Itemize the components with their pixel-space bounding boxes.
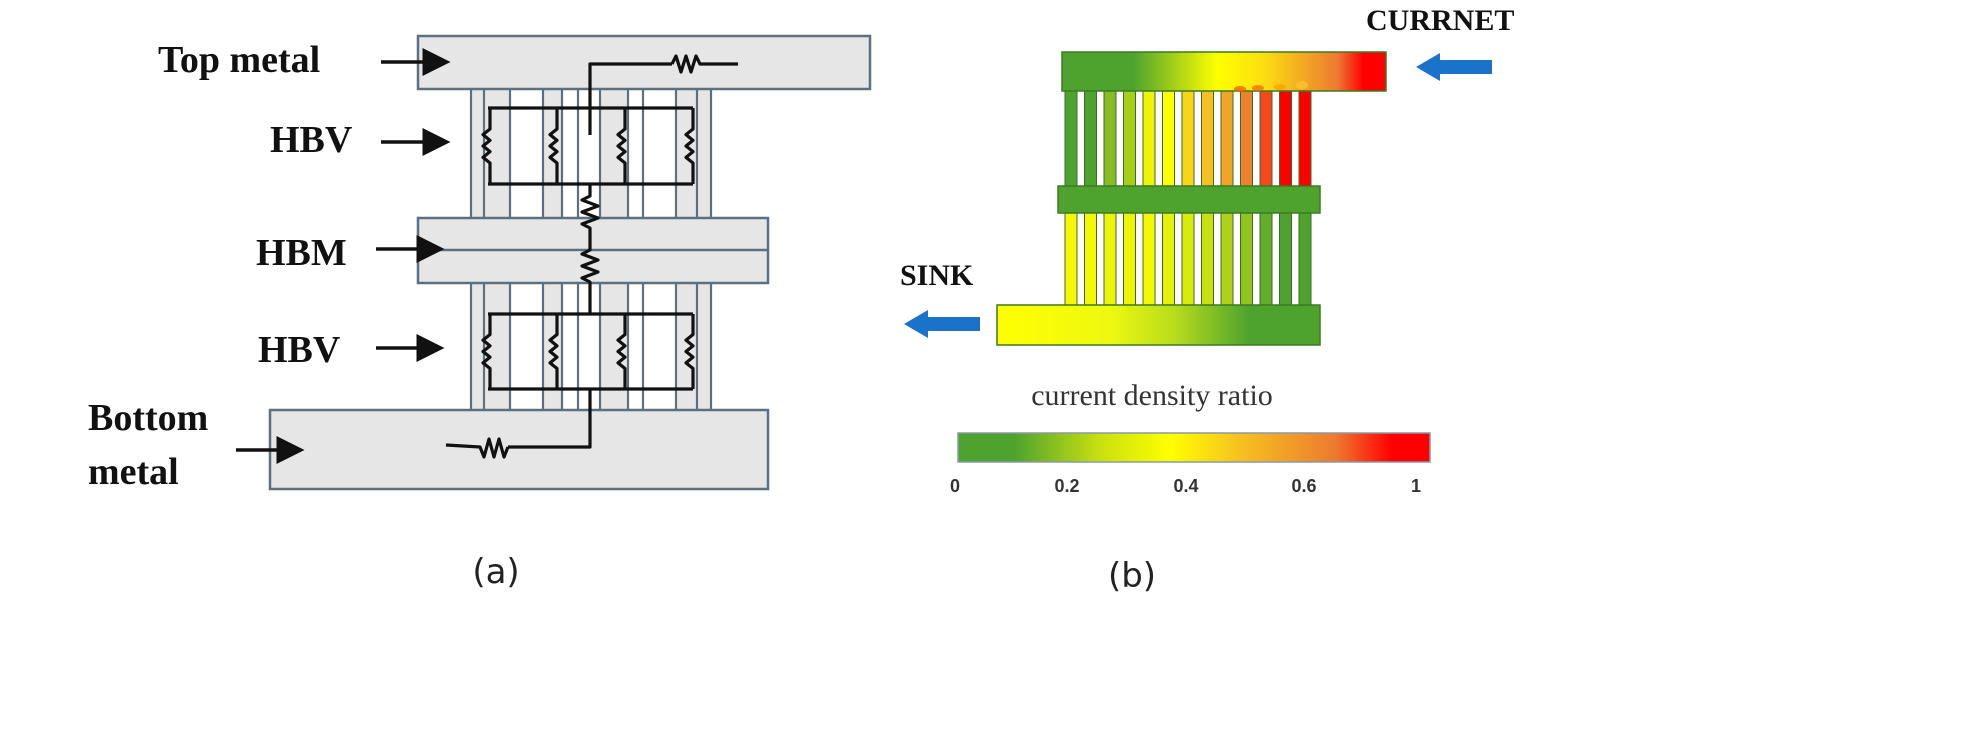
resistor — [616, 314, 627, 389]
resistor-hbm — [580, 184, 600, 314]
colorbar-title: current density ratio — [1031, 379, 1273, 412]
label-hbm: HBM — [256, 232, 347, 274]
hbv-pillar — [1181, 211, 1195, 307]
hbv-pillar — [1142, 211, 1156, 307]
wire — [508, 389, 592, 449]
hbv-pillar — [1103, 90, 1117, 188]
hbv-pillar — [1279, 211, 1292, 307]
pillar — [471, 283, 484, 410]
hbv-pillar — [1220, 211, 1234, 307]
bottom-metal-layer — [268, 408, 770, 491]
hbv-pillar — [1084, 211, 1097, 307]
hbv-pillar — [1142, 90, 1156, 188]
label-bottom-metal-2: metal — [88, 451, 179, 493]
hbv-pillar — [1084, 90, 1097, 188]
resistor — [481, 314, 492, 389]
hbv-pillar — [1123, 90, 1136, 188]
hotspots — [1234, 81, 1308, 92]
top-metal-bar — [1061, 51, 1387, 92]
hbv-pillar — [1240, 211, 1253, 307]
lower-hbv-heatmap — [1064, 211, 1312, 307]
current-sink-arrow-icon — [904, 310, 980, 338]
hbv-pillar — [1162, 211, 1175, 307]
resistor — [548, 108, 559, 184]
wire — [588, 62, 672, 135]
hbv-pillar — [1279, 90, 1292, 188]
hbv-pillar — [1259, 90, 1273, 188]
label-top-metal: Top metal — [158, 39, 320, 81]
colorbar: current density ratio 0 0.2 0.4 0.6 1 — [950, 379, 1431, 496]
label-hbv-lower: HBV — [258, 329, 341, 371]
resistor — [548, 314, 559, 389]
upper-hbv-heatmap — [1064, 90, 1312, 188]
label-hbv-upper: HBV — [270, 119, 353, 161]
hbv-pillar — [1259, 211, 1273, 307]
source-label: CURRNET — [1366, 4, 1514, 37]
hbv-pillar — [1298, 90, 1312, 188]
hbv-pillar — [1298, 211, 1312, 307]
resistor-bottom-metal — [445, 437, 510, 459]
colorbar-tick: 1 — [1411, 476, 1421, 496]
hbv-pillar — [1064, 211, 1078, 307]
hbv-pillar — [1162, 90, 1175, 188]
resistor — [616, 108, 627, 184]
hbv-pillar — [1201, 211, 1214, 307]
hbv-pillar — [1220, 90, 1234, 188]
pillar — [471, 89, 484, 218]
hbv-pillar — [1181, 90, 1195, 188]
panel-b: CURRNET SINK current density ratio 0 0.2… — [900, 4, 1514, 596]
hbv-pillar — [1064, 90, 1078, 188]
colorbar-tick: 0.4 — [1173, 476, 1198, 496]
current-source-arrow-icon — [1416, 53, 1492, 81]
caption-a: (a) — [472, 552, 519, 592]
caption-b: (b) — [1108, 556, 1156, 596]
label-bottom-metal-1: Bottom — [88, 397, 208, 439]
panel-a: Top metal HBV HBM HBV Bottom metal (a) — [88, 34, 872, 592]
bottom-metal-bar — [996, 304, 1321, 346]
hbv-pillar — [1240, 90, 1253, 188]
resistor — [481, 108, 492, 184]
resistor-network — [445, 54, 738, 459]
hbm-bar — [1057, 185, 1321, 214]
resistor — [684, 108, 695, 184]
colorbar-tick: 0.6 — [1291, 476, 1316, 496]
pillar — [543, 283, 562, 410]
sink-label: SINK — [900, 259, 974, 292]
resistor-top-metal — [670, 54, 738, 74]
hbv-pillar — [1103, 211, 1117, 307]
resistor — [684, 314, 695, 389]
hbv-pillar — [1201, 90, 1214, 188]
hbv-pillar — [1123, 211, 1136, 307]
colorbar-gradient — [957, 432, 1431, 463]
colorbar-tick: 0 — [950, 476, 960, 496]
colorbar-tick: 0.2 — [1054, 476, 1079, 496]
